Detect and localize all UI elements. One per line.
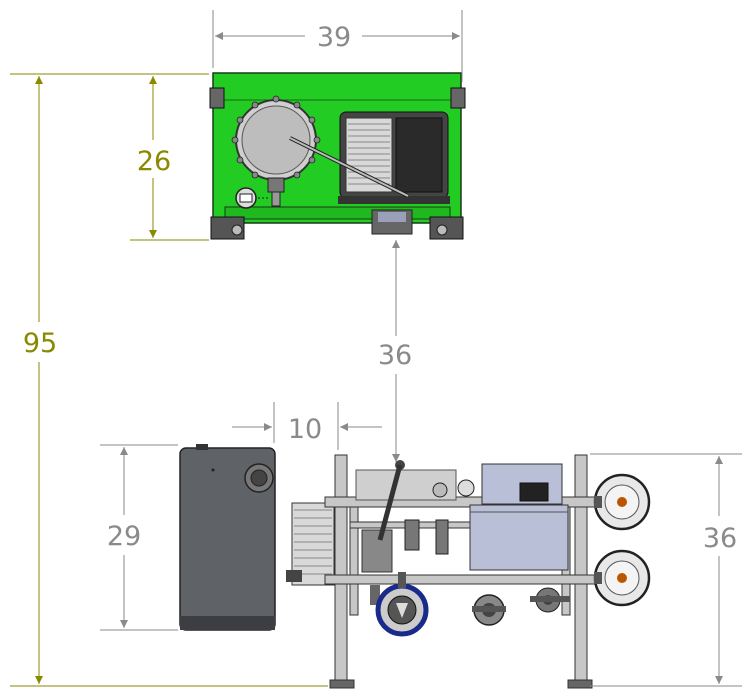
dim-offset — [232, 402, 382, 450]
coil-pump-unit — [289, 111, 450, 235]
bottom-rail — [224, 206, 451, 220]
dim-tank-height — [100, 444, 178, 631]
top-view-assembly — [209, 72, 466, 240]
dim-label-top-width: 39 — [317, 22, 351, 53]
hose-reels — [593, 473, 651, 607]
dim-top-width — [212, 10, 463, 82]
small-fitting — [235, 187, 270, 209]
dim-label-overall-height: 95 — [23, 328, 57, 359]
dim-label-offset: 10 — [288, 414, 322, 445]
dim-top-height — [130, 73, 209, 241]
front-view-assembly — [179, 444, 651, 689]
dim-label-gap: 36 — [378, 340, 412, 371]
flange-disc — [231, 95, 321, 207]
control-box — [469, 463, 569, 571]
lower-gauges — [472, 587, 570, 626]
dim-label-tank-height: 29 — [107, 521, 141, 552]
coil-cylinder — [286, 502, 335, 586]
blue-ring-valve — [375, 572, 429, 637]
corner-foot — [209, 87, 466, 240]
gray-tank — [179, 444, 276, 631]
dim-overall-height — [10, 73, 328, 687]
dim-frame-height — [590, 453, 742, 687]
valve-manifold — [355, 460, 475, 605]
dim-label-top-height: 26 — [137, 146, 171, 177]
dim-label-frame-height: 36 — [703, 523, 737, 554]
